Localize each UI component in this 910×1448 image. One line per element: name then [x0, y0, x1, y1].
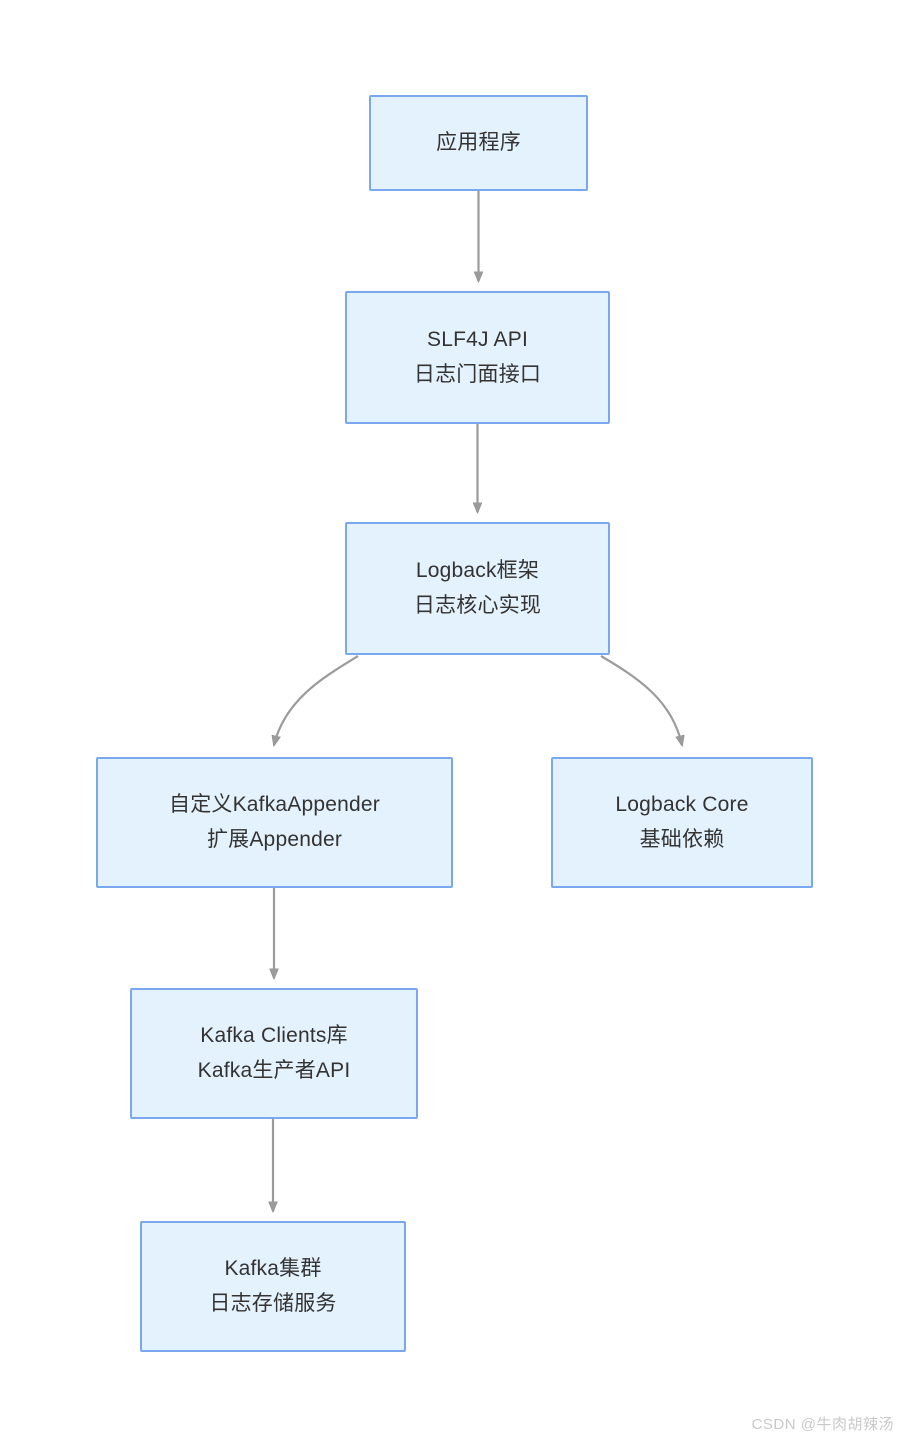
node-logback-core-line-1: Logback Core [615, 792, 749, 816]
edge-logback-to-kafka-appender [274, 655, 359, 745]
node-slf4j-api-line-2: 日志门面接口 [413, 362, 542, 386]
node-kafka-clients[interactable]: Kafka Clients库 Kafka生产者API [130, 988, 418, 1119]
node-kafka-appender-line-2: 扩展Appender [206, 827, 343, 851]
node-kafka-appender[interactable]: 自定义KafkaAppender 扩展Appender [96, 757, 453, 888]
node-logback-core-line-2: 基础依赖 [639, 827, 725, 851]
node-logback-framework[interactable]: Logback框架 日志核心实现 [345, 522, 610, 655]
node-kafka-clients-line-1: Kafka Clients库 [200, 1023, 348, 1047]
node-logback-core[interactable]: Logback Core 基础依赖 [551, 757, 813, 888]
node-kafka-cluster[interactable]: Kafka集群 日志存储服务 [140, 1221, 406, 1352]
node-slf4j-api[interactable]: SLF4J API 日志门面接口 [345, 291, 610, 424]
node-kafka-clients-line-2: Kafka生产者API [197, 1058, 351, 1082]
node-kafka-appender-line-1: 自定义KafkaAppender [169, 792, 380, 816]
node-kafka-cluster-line-2: 日志存储服务 [209, 1291, 337, 1315]
csdn-watermark: CSDN @牛肉胡辣汤 [751, 1416, 894, 1433]
edge-logback-to-logback-core [600, 655, 682, 745]
node-logback-framework-line-2: 日志核心实现 [413, 593, 542, 617]
node-app[interactable]: 应用程序 [369, 95, 588, 191]
node-slf4j-api-line-1: SLF4J API [426, 327, 529, 351]
node-logback-framework-line-1: Logback框架 [415, 558, 540, 582]
node-kafka-cluster-line-1: Kafka集群 [224, 1256, 322, 1280]
node-app-line-1: 应用程序 [436, 130, 521, 154]
